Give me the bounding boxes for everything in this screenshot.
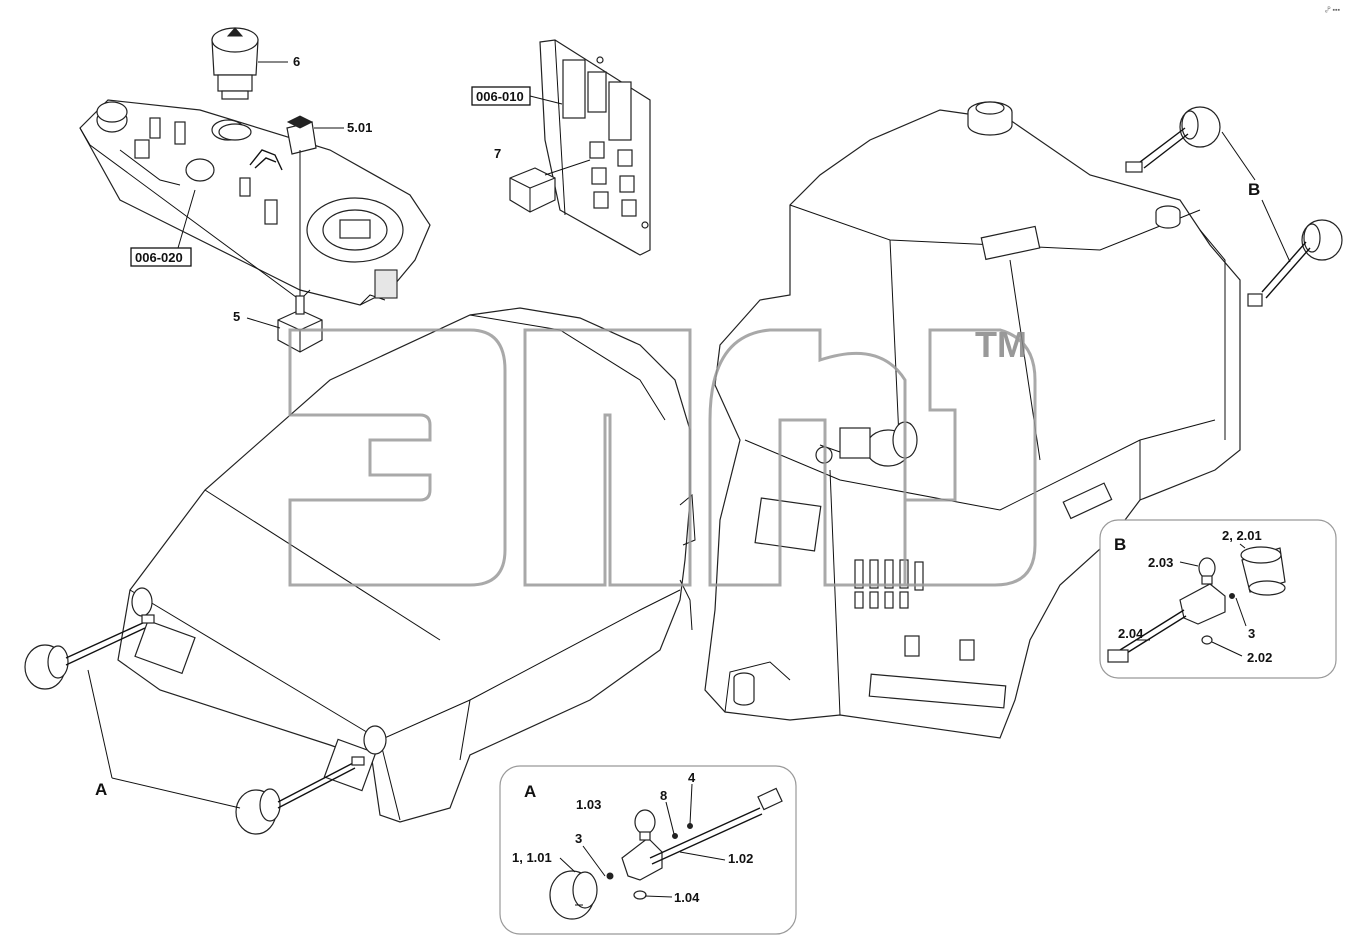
- part-label-2-03: 2.03: [1148, 555, 1173, 570]
- part-label-5: 5: [233, 309, 240, 324]
- motor-assembly: [815, 421, 918, 467]
- watermark-logo: TM: [288, 324, 1037, 587]
- inset-a: A 4 8 1.03 3 1, 1.01 1.02 1.04: [499, 765, 797, 935]
- filler-cap: [967, 101, 1013, 136]
- hood-lamp-side: [235, 756, 365, 835]
- ref-label-006-020: 006-020: [135, 250, 183, 265]
- relay-7: [509, 159, 591, 213]
- engine-hood-drawing: [117, 307, 696, 823]
- part-label-2-02: 2.02: [1247, 650, 1272, 665]
- part-label-6: 6: [293, 54, 300, 69]
- part-label-1-04: 1.04: [674, 890, 700, 905]
- inset-a-lamp: [549, 787, 783, 920]
- hood-lamp-front: [24, 614, 155, 690]
- inset-a-title: A: [524, 782, 536, 801]
- part-label-4: 4: [688, 770, 696, 785]
- inset-b-lamp: [1107, 546, 1286, 663]
- part-label-2-04: 2.04: [1118, 626, 1144, 641]
- label-a: A: [95, 780, 107, 799]
- cab-frame-drawing: [704, 101, 1241, 739]
- part-label-7: 7: [494, 146, 501, 161]
- inset-b-leaders: [1135, 543, 1247, 657]
- warning-switch-6: [211, 27, 288, 141]
- post-cap: [733, 672, 755, 706]
- fuse-box-drawing: [539, 39, 651, 256]
- inset-b: B 2, 2.01 2.03 2.04 3 2.02: [1099, 519, 1337, 679]
- part-label-3-b: 3: [1248, 626, 1255, 641]
- ref-box-006-020: 006-020: [130, 189, 196, 267]
- inset-a-leaders: [559, 783, 726, 898]
- knob-5-01: [286, 115, 344, 300]
- part-label-1-03: 1.03: [576, 797, 601, 812]
- ref-label-006-010: 006-010: [476, 89, 524, 104]
- part-label-5-01: 5.01: [347, 120, 372, 135]
- part-label-3-a: 3: [575, 831, 582, 846]
- label-b-leaders: [1221, 131, 1291, 263]
- part-label-2-2-01: 2, 2.01: [1222, 528, 1262, 543]
- label-b: B: [1248, 180, 1260, 199]
- rotary-switch-5: [246, 295, 323, 353]
- dashboard-panel-drawing: [79, 99, 431, 306]
- rear-lamp-lower: [1247, 219, 1343, 307]
- secondary-cap: [1155, 205, 1181, 229]
- corner-note: ₑᴾ ▪▪▪: [1325, 7, 1340, 14]
- watermark-trademark: TM: [975, 324, 1027, 365]
- inset-b-title: B: [1114, 535, 1126, 554]
- ref-box-006-010: 006-010: [471, 86, 563, 106]
- part-label-8: 8: [660, 788, 667, 803]
- rear-lamp-upper: [1125, 106, 1221, 173]
- part-label-1-1-01: 1, 1.01: [512, 850, 552, 865]
- part-label-1-02: 1.02: [728, 851, 753, 866]
- label-a-leaders: [87, 669, 241, 809]
